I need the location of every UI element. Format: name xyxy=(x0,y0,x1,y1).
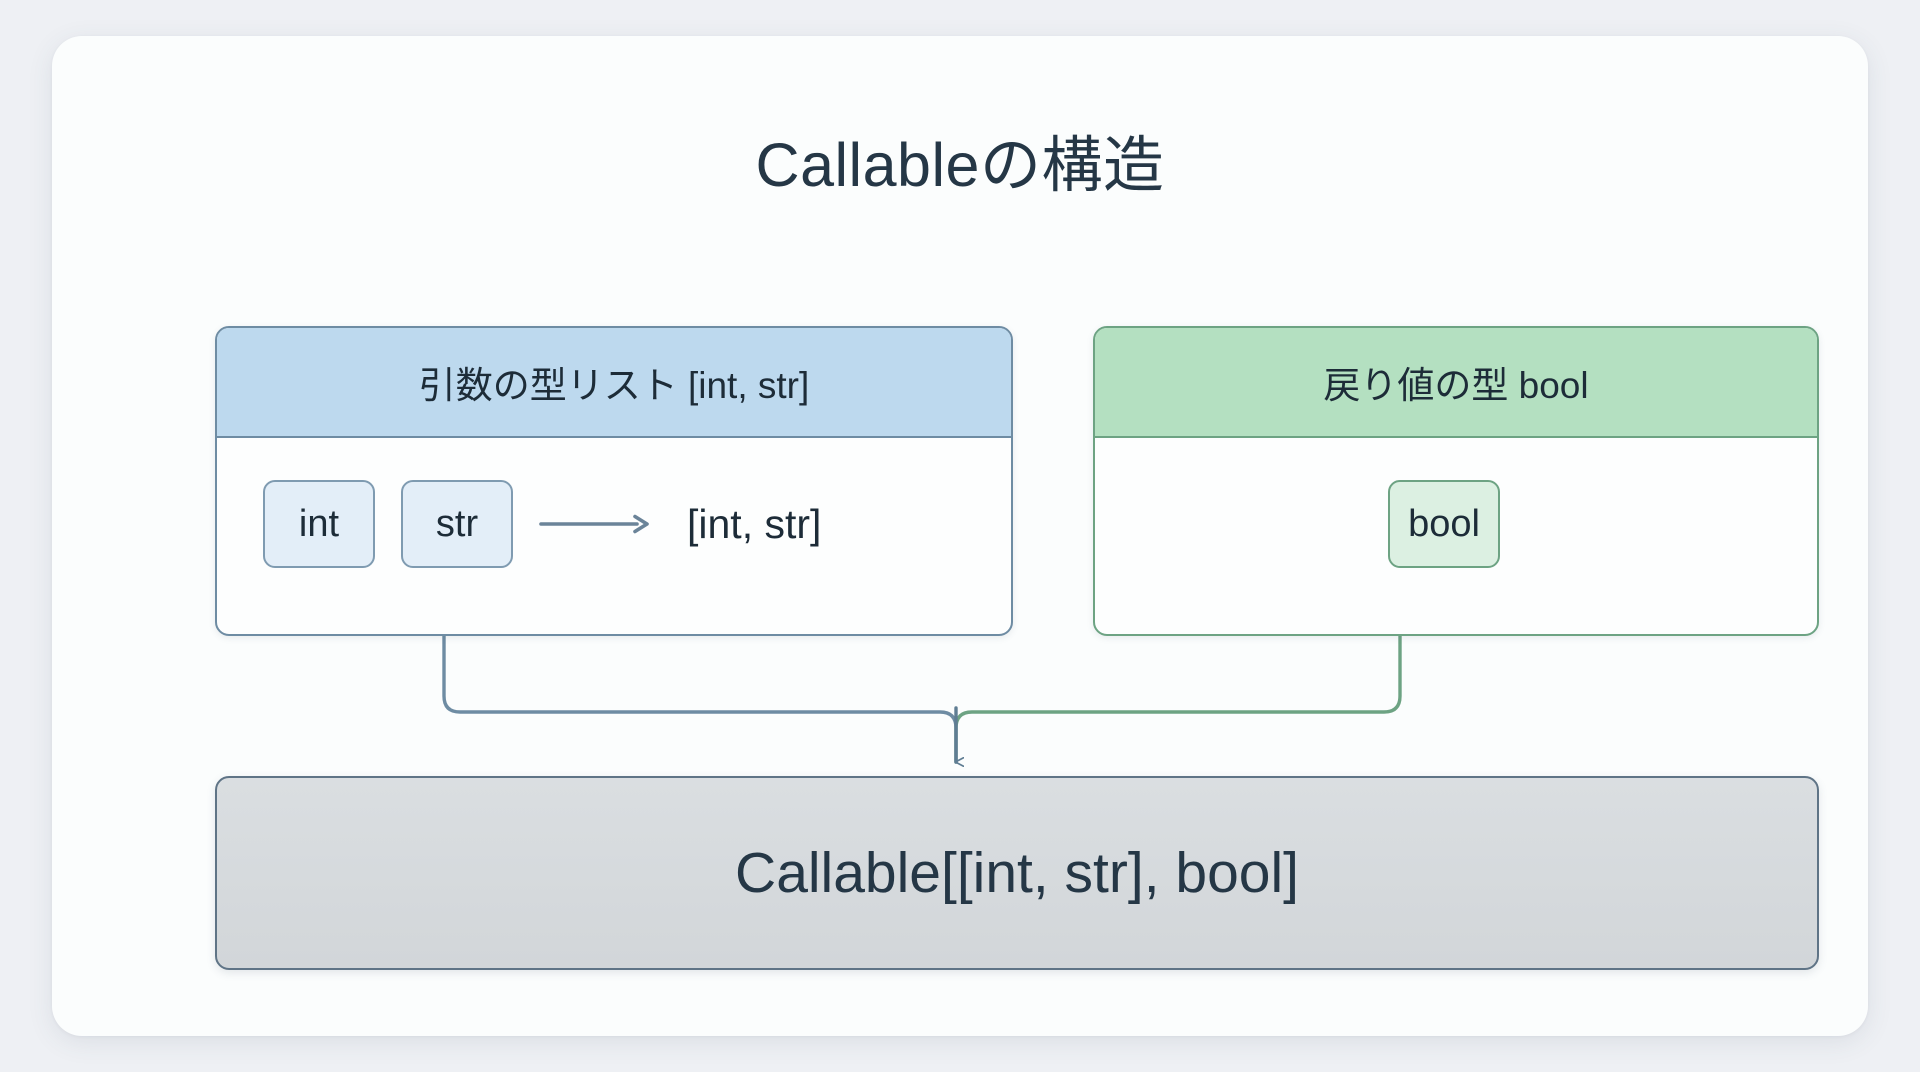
page-title: Callableの構造 xyxy=(755,131,1165,199)
type-chip-bool[interactable]: bool xyxy=(1388,480,1500,568)
connector-args-to-result xyxy=(442,630,958,764)
type-chip-int[interactable]: int xyxy=(263,480,375,568)
return-chip-row: bool xyxy=(1095,480,1817,568)
return-panel-header: 戻り値の型 bool xyxy=(1095,328,1817,438)
return-type-panel: 戻り値の型 bool bool xyxy=(1093,326,1819,636)
args-tuple-label: [int, str] xyxy=(687,500,822,547)
args-type-panel: 引数の型リスト [int, str] int str [int, str] xyxy=(215,326,1013,636)
diagram-card: Callableの構造 引数の型リスト [int, str] int str xyxy=(52,36,1868,1036)
result-type-label: Callable[[int, str], bool] xyxy=(735,841,1299,905)
type-chip-str[interactable]: str xyxy=(401,480,513,568)
return-panel-body: bool xyxy=(1095,438,1817,632)
args-panel-header: 引数の型リスト [int, str] xyxy=(217,328,1011,438)
right-arrow-icon xyxy=(539,514,649,534)
connector-return-to-result xyxy=(954,630,1402,764)
result-bar: Callable[[int, str], bool] xyxy=(215,776,1819,970)
args-chip-row: int str [int, str] xyxy=(263,480,821,568)
args-panel-body: int str [int, str] xyxy=(217,438,1011,632)
